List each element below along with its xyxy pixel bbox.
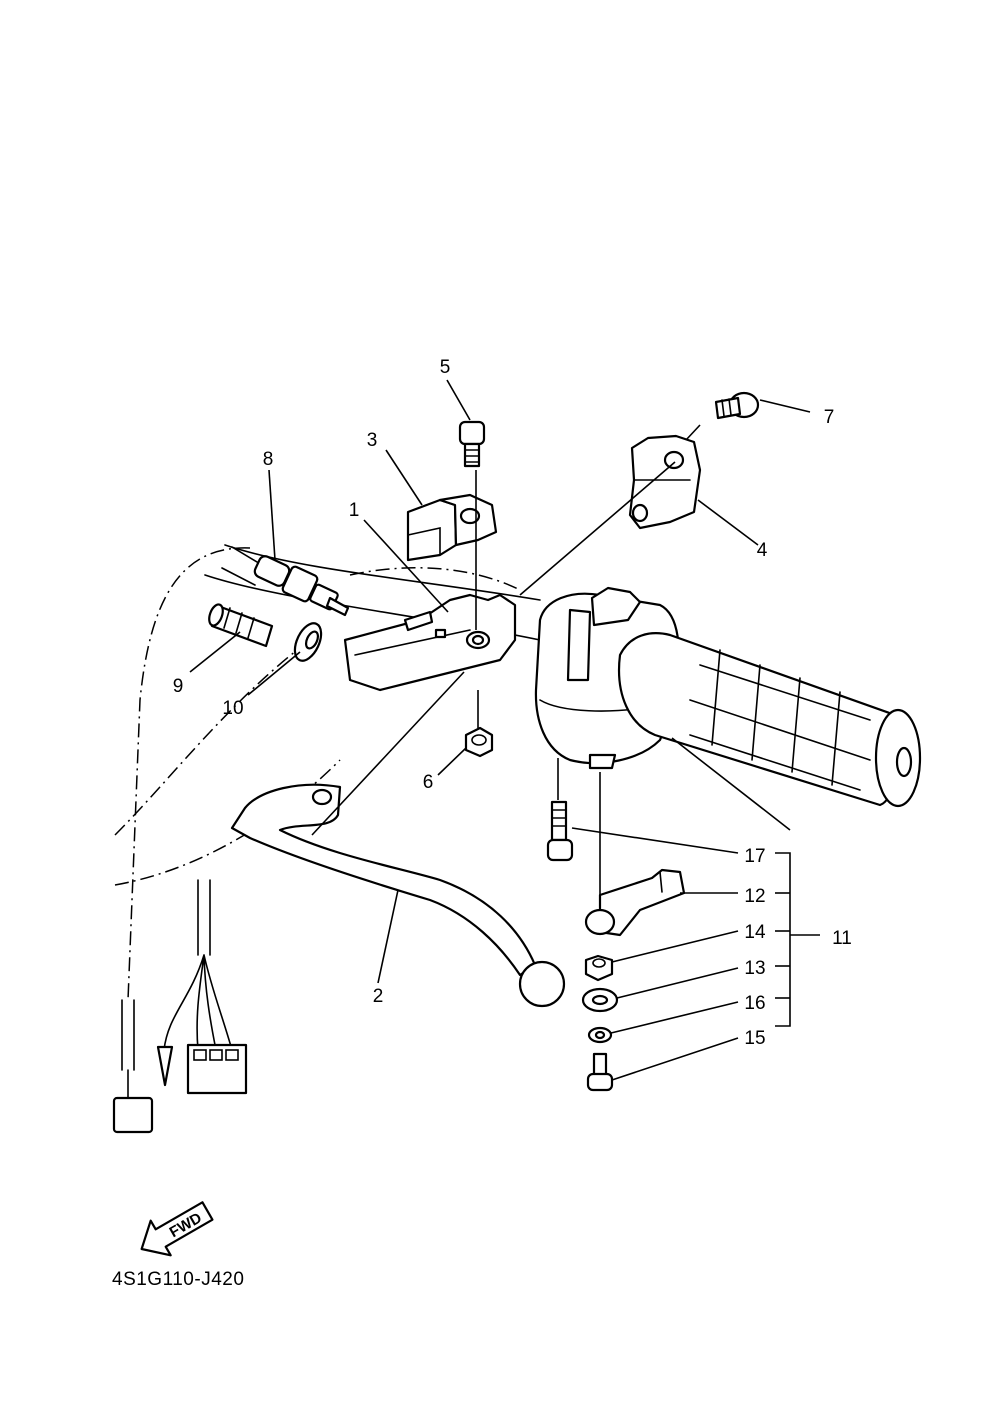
callout-numbers: 5 3 8 1 7 4 9 10 6 2 17 12 14 11 13 16 1… [173,357,852,1049]
callout-7: 7 [824,407,835,428]
callout-1: 1 [349,500,360,521]
callout-10: 10 [222,698,243,719]
brake-lever-part-2 [230,783,566,1008]
adjuster-bolt-part-9 [208,603,274,648]
callout-16: 16 [744,993,765,1014]
bolt-part-7 [714,391,760,420]
screw-part-15 [586,1052,614,1092]
handlebar-grip [618,632,922,808]
spring-washer-part-16 [587,1026,613,1044]
washer-part-13 [581,987,619,1013]
clamp-part-4 [628,434,702,530]
cable-adjuster-part-8 [221,546,350,617]
callout-11: 11 [832,928,852,949]
leader-lines [189,379,820,1081]
callout-3: 3 [367,430,378,451]
forward-arrow-icon: FWD [140,1201,214,1257]
nut-part-6 [464,726,494,758]
callout-2: 2 [373,986,384,1007]
lever-holder-part-1 [343,593,517,692]
callout-14: 14 [744,922,766,943]
wiring-harness [112,879,248,1134]
locknut-part-10 [293,622,323,662]
callout-5: 5 [440,357,451,378]
callout-4: 4 [757,540,768,561]
callout-12: 12 [744,886,765,907]
callout-6: 6 [423,772,434,793]
switch-part-3 [406,493,498,562]
wire-routing-lines [114,547,521,1001]
callout-9: 9 [173,676,184,697]
callout-13: 13 [744,958,765,979]
diagram-code: 4S1G110-J420 [112,1269,244,1290]
screw-part-17 [546,800,574,862]
callout-8: 8 [263,449,274,470]
screw-part-5 [458,420,486,468]
callout-17: 17 [744,846,765,867]
nut-part-14 [584,954,614,982]
callout-15: 15 [744,1028,765,1049]
